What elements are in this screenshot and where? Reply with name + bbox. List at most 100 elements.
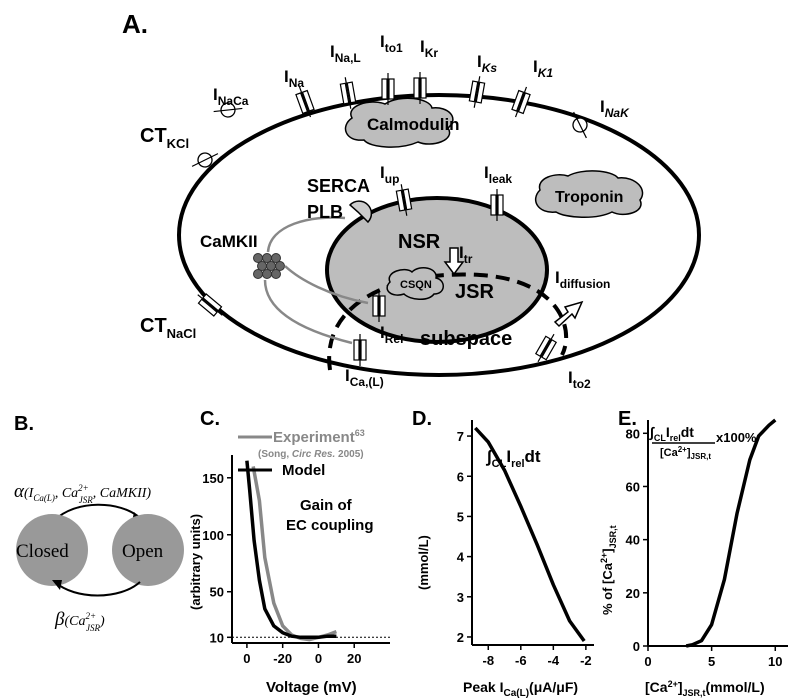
channel-half — [197, 298, 218, 317]
svg-text:ICa,(L): ICa,(L) — [345, 366, 384, 389]
channel-arrow — [537, 333, 555, 363]
channel-half — [468, 80, 479, 103]
channel-half — [490, 194, 497, 216]
x-tick-label: -20 — [273, 651, 292, 666]
y-tick-label: 60 — [626, 479, 640, 494]
plb-label: PLB — [307, 202, 343, 222]
channel-half — [395, 189, 406, 212]
y-tick-label: 2 — [457, 630, 464, 645]
ion-channel — [197, 293, 223, 317]
svg-text:IKs: IKs — [477, 52, 497, 75]
channel-half — [301, 89, 315, 112]
ion-channel — [413, 72, 427, 104]
x-tick-label: -2 — [580, 653, 592, 668]
itr-arrow — [443, 247, 465, 276]
exchanger — [191, 152, 219, 168]
y-tick-label: 0 — [633, 639, 640, 654]
channel-arrow — [197, 294, 223, 316]
e-frac-num: ∫CLIreldt — [649, 424, 694, 443]
channel-half — [202, 293, 223, 312]
svg-text:Iup: Iup — [380, 163, 399, 186]
membrane-channels — [191, 72, 588, 366]
y-tick-label: 4 — [457, 550, 465, 565]
nsr-label: NSR — [398, 231, 441, 253]
svg-text:INa,L: INa,L — [330, 42, 361, 65]
channel-half — [381, 78, 388, 100]
channel-half — [413, 77, 420, 99]
x-tick-label: 5 — [708, 654, 715, 669]
ion-channel — [468, 76, 486, 108]
closed-state — [16, 514, 88, 586]
troponin-cloud — [535, 170, 644, 218]
svg-text:Ileak: Ileak — [484, 163, 512, 186]
exchanger — [213, 102, 243, 118]
camkii-cluster — [253, 253, 285, 279]
subspace-boundary — [327, 272, 569, 371]
e-ylabel: % of [Ca2+]JSR,t — [599, 525, 618, 615]
svg-text:Ito2: Ito2 — [568, 368, 591, 391]
channel-half — [517, 92, 531, 115]
ion-channel — [511, 86, 531, 118]
current-labels: INa INa,L Ito1 IKr IKs IK1 INaCa INaK Iu… — [213, 32, 630, 391]
c-ylabel: (arbitrary units) — [188, 514, 203, 610]
y-tick-label: 50 — [210, 585, 224, 600]
open-state — [112, 514, 184, 586]
ion-channel — [534, 333, 558, 363]
nsr-compartment — [325, 196, 549, 344]
svg-text:IKr: IKr — [420, 37, 438, 60]
e-frac-den: [Ca2+]JSR,t — [660, 445, 711, 461]
ion-channel — [490, 189, 504, 221]
e-xlabel: [Ca2+]JSR,t(mmol/L) — [645, 679, 765, 698]
d-ylabel: (mmol/L) — [416, 535, 431, 590]
channel-arrow — [298, 86, 312, 118]
y-tick-label: 80 — [626, 426, 640, 441]
svg-text:Idiffusion: Idiffusion — [555, 268, 610, 291]
x-tick-label: 0 — [315, 651, 322, 666]
alpha-arrow — [54, 503, 141, 521]
c-xlabel: Voltage (mV) — [266, 679, 357, 696]
serca-pump — [348, 200, 373, 224]
ion-channel — [339, 77, 357, 109]
csqn-cloud — [386, 266, 444, 300]
calmodulin-cloud — [344, 97, 454, 148]
panel-label-e: E. — [618, 408, 637, 430]
svg-text:INa: INa — [284, 67, 304, 90]
channel-arrow — [473, 76, 481, 108]
calmodulin-label: Calmodulin — [367, 115, 460, 134]
alpha-rate: α(ICa(L), Ca2+JSR, CaMKII) — [14, 481, 151, 505]
svg-text:IK1: IK1 — [533, 57, 553, 80]
ion-channel — [353, 334, 367, 366]
csqn-label: CSQN — [400, 279, 432, 291]
channel-half — [360, 339, 367, 361]
gain-label-1: Gain of — [300, 497, 353, 514]
serca-label: SERCA — [307, 176, 370, 196]
panel-label-b: B. — [14, 413, 34, 435]
x-tick-label: 10 — [768, 654, 782, 669]
beta-arrow — [54, 581, 141, 597]
d-xlabel: Peak ICa(L)(μA/μF) — [463, 679, 578, 698]
subspace-label: subspace — [420, 328, 512, 350]
legend-model: Model — [282, 462, 325, 479]
x-tick-label: 0 — [243, 651, 250, 666]
channel-half — [475, 81, 486, 104]
channel-half — [402, 188, 413, 211]
jsr-label: JSR — [455, 281, 494, 303]
svg-text:Ito1: Ito1 — [380, 32, 403, 55]
channel-half — [511, 89, 525, 112]
cell-membrane — [177, 93, 701, 377]
series-line-1 — [245, 460, 337, 640]
citation: (Song, Circ Res. 2005) — [258, 449, 364, 460]
channel-half — [353, 339, 360, 361]
ion-channel — [381, 73, 395, 105]
svg-text:INaCa: INaCa — [213, 85, 249, 108]
ion-channel — [395, 184, 413, 216]
exchanger — [572, 111, 588, 139]
ion-channel — [295, 86, 315, 118]
gain-label-2: EC coupling — [286, 517, 374, 534]
channel-half — [295, 92, 309, 115]
channel-half — [388, 78, 395, 100]
y-tick-label: 3 — [457, 590, 464, 605]
